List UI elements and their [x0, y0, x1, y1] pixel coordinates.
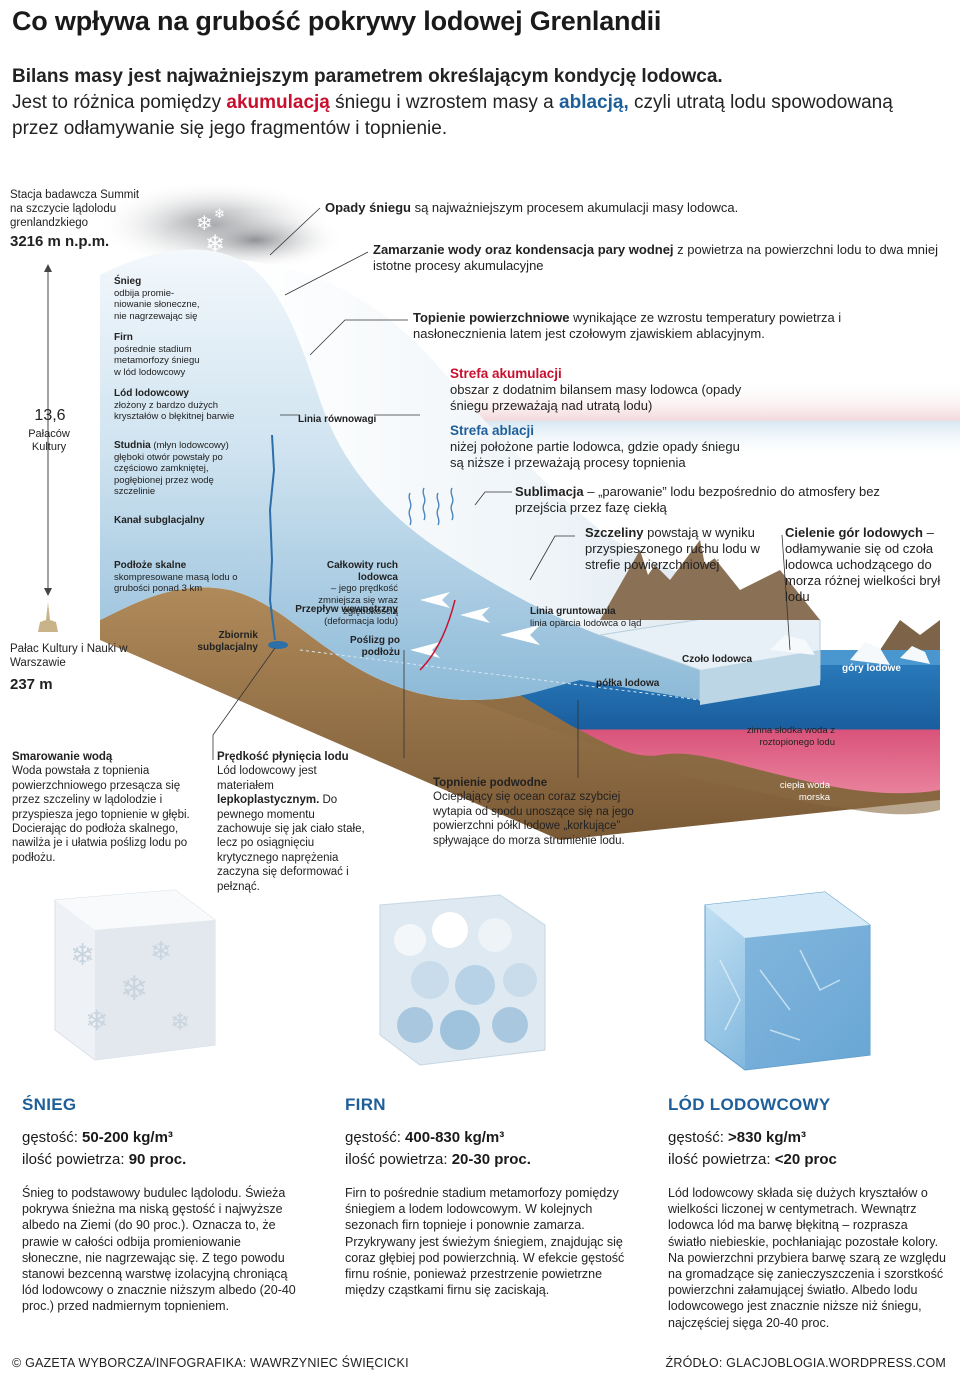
card-glacial-ice: LÓD LODOWCOWY gęstość: >830 kg/m³ ilość … [668, 1095, 948, 1331]
annotation-snowfall: Opady śniegu są najważniejszym procesem … [325, 200, 739, 215]
glacier-diagram: ❄ ❄ ❄ [0, 180, 960, 893]
lead-accumulation: akumulacją [226, 92, 330, 113]
lead-text-3: czyli utratą lodu spowodowaną przez odła… [12, 92, 893, 139]
layer-line [299, 649, 701, 701]
footer-source: ŹRÓDŁO: GLACJOBLOGIA.WORDPRESS.COM [665, 1356, 946, 1370]
card-glacial-ice-description: Lód lodowcowy składa się dużych kryształ… [668, 1186, 946, 1330]
card-glacial-ice-density: gęstość: >830 kg/m³ [668, 1129, 807, 1146]
equilibrium-line-label: Linia równowagi [298, 414, 377, 425]
card-firn-title: FIRN [345, 1095, 386, 1114]
lead-ablation: ablacją, [559, 92, 629, 113]
svg-text:❄: ❄ [120, 970, 149, 1008]
card-firn-density: gęstość: 400-830 kg/m³ [345, 1129, 505, 1146]
svg-text:❄: ❄ [150, 936, 172, 966]
ice-shelf-front [700, 650, 820, 705]
annotation-freezing: Zamarzanie wody oraz kondensacja pary wo… [373, 242, 939, 273]
annotation-surface-melting: Topienie powierzchniowe wynikające ze wz… [413, 310, 842, 341]
firn-cube-illustration [379, 894, 546, 1066]
label-ice-shelf: półka lodowa [596, 678, 660, 689]
palace-altitude: 237 m [10, 676, 53, 693]
card-glacial-ice-title: LÓD LODOWCOWY [668, 1095, 831, 1114]
height-ratio-unit: Pałaców Kultury [28, 428, 70, 453]
svg-text:❄: ❄ [70, 939, 95, 972]
label-total-motion: Całkowity ruch lodowca– jego prędkość zm… [318, 560, 398, 617]
layer-moulin: Studnia (młyn lodowcowy) głęboki otwór p… [114, 440, 229, 497]
iceberg [770, 635, 815, 655]
card-snow-air: ilość powietrza: 90 proc. [22, 1151, 187, 1168]
mountains [600, 540, 820, 620]
glacier-illustration: ❄ ❄ ❄ [38, 180, 960, 840]
snowflake-icon: ❄ [214, 206, 225, 221]
palace-of-culture-icon [38, 602, 58, 632]
label-icebergs: góry lodowe [842, 663, 901, 674]
card-firn: FIRN gęstość: 400-830 kg/m³ ilość powiet… [345, 1095, 625, 1298]
lead-text-2: śniegu i wzrostem masy a [335, 92, 554, 113]
card-snow: ŚNIEG gęstość: 50-200 kg/m³ ilość powiet… [22, 1095, 302, 1315]
velocity-profile [419, 599, 456, 671]
lead-paragraph: Bilans masy jest najważniejszym parametr… [12, 64, 932, 142]
ice-surface [240, 260, 760, 635]
annotation-sublimation: Sublimacja – „parowanie” lodu bezpośredn… [515, 484, 880, 515]
summit-altitude: 3216 m n.p.m. [10, 233, 110, 250]
material-illustrations: ❄ ❄ ❄ ❄ ❄ [54, 889, 871, 1071]
mountains-right [880, 620, 940, 650]
label-internal-flow: Przepływ wewnętrzny(deformacja lodu) [295, 604, 398, 627]
layer-channel: Kanał subglacjalny [114, 515, 205, 526]
page-title: Co wpływa na grubość pokrywy lodowej Gre… [12, 6, 662, 36]
svg-text:❄: ❄ [85, 1005, 108, 1036]
iceberg [900, 646, 930, 664]
card-snow-density: gęstość: 50-200 kg/m³ [22, 1129, 173, 1146]
label-basal-slide: Poślizg po podłożu [350, 635, 400, 658]
station-label: Stacja badawcza Summit na szczycie lądol… [10, 189, 140, 229]
lead-text-1: Jest to różnica pomiędzy [12, 92, 222, 113]
ice-sheet [100, 249, 700, 701]
sublimation-icon [408, 487, 454, 526]
lead-bold: Bilans masy jest najważniejszym parametr… [12, 66, 723, 87]
snow-cube-illustration: ❄ ❄ ❄ ❄ ❄ [54, 889, 216, 1061]
iceberg [850, 642, 890, 665]
footer-credit: © GAZETA WYBORCZA/INFOGRAFIKA: WAWRZYNIE… [12, 1356, 409, 1370]
layer-reservoir: Zbiornik subglacjalny [197, 630, 258, 653]
label-warm-water: ciepła woda morska [779, 780, 830, 803]
glacial-ice-cube-illustration [704, 891, 871, 1071]
card-firn-description: Firn to pośrednie stadium metamorfozy po… [345, 1186, 625, 1298]
svg-text:❄: ❄ [170, 1009, 190, 1036]
label-cold-water: zimna słodka woda z roztopionego lodu [746, 725, 835, 748]
card-snow-title: ŚNIEG [22, 1095, 77, 1114]
label-glacier-front: Czoło lodowca [682, 654, 752, 665]
pointer-lines [212, 207, 791, 778]
snowflake-icon: ❄ [196, 213, 213, 235]
card-firn-air: ilość powietrza: 20-30 proc. [345, 1151, 531, 1168]
annotation-calving: Cielenie gór lodowych – odłamywanie się … [785, 525, 941, 604]
card-snow-description: Śnieg to podstawowy budulec lądolodu. Św… [22, 1186, 296, 1314]
annotation-crevasses: Szczeliny powstają w wyniku przyspieszon… [585, 525, 760, 572]
subglacial-reservoir [268, 641, 288, 649]
height-ratio: 13,6 [34, 407, 66, 424]
palace-label: Pałac Kultury i Nauki w Warszawie [10, 643, 128, 669]
mountain-snow [640, 540, 715, 575]
card-glacial-ice-air: ilość powietrza: <20 proc [668, 1151, 837, 1168]
moulin [268, 434, 276, 641]
